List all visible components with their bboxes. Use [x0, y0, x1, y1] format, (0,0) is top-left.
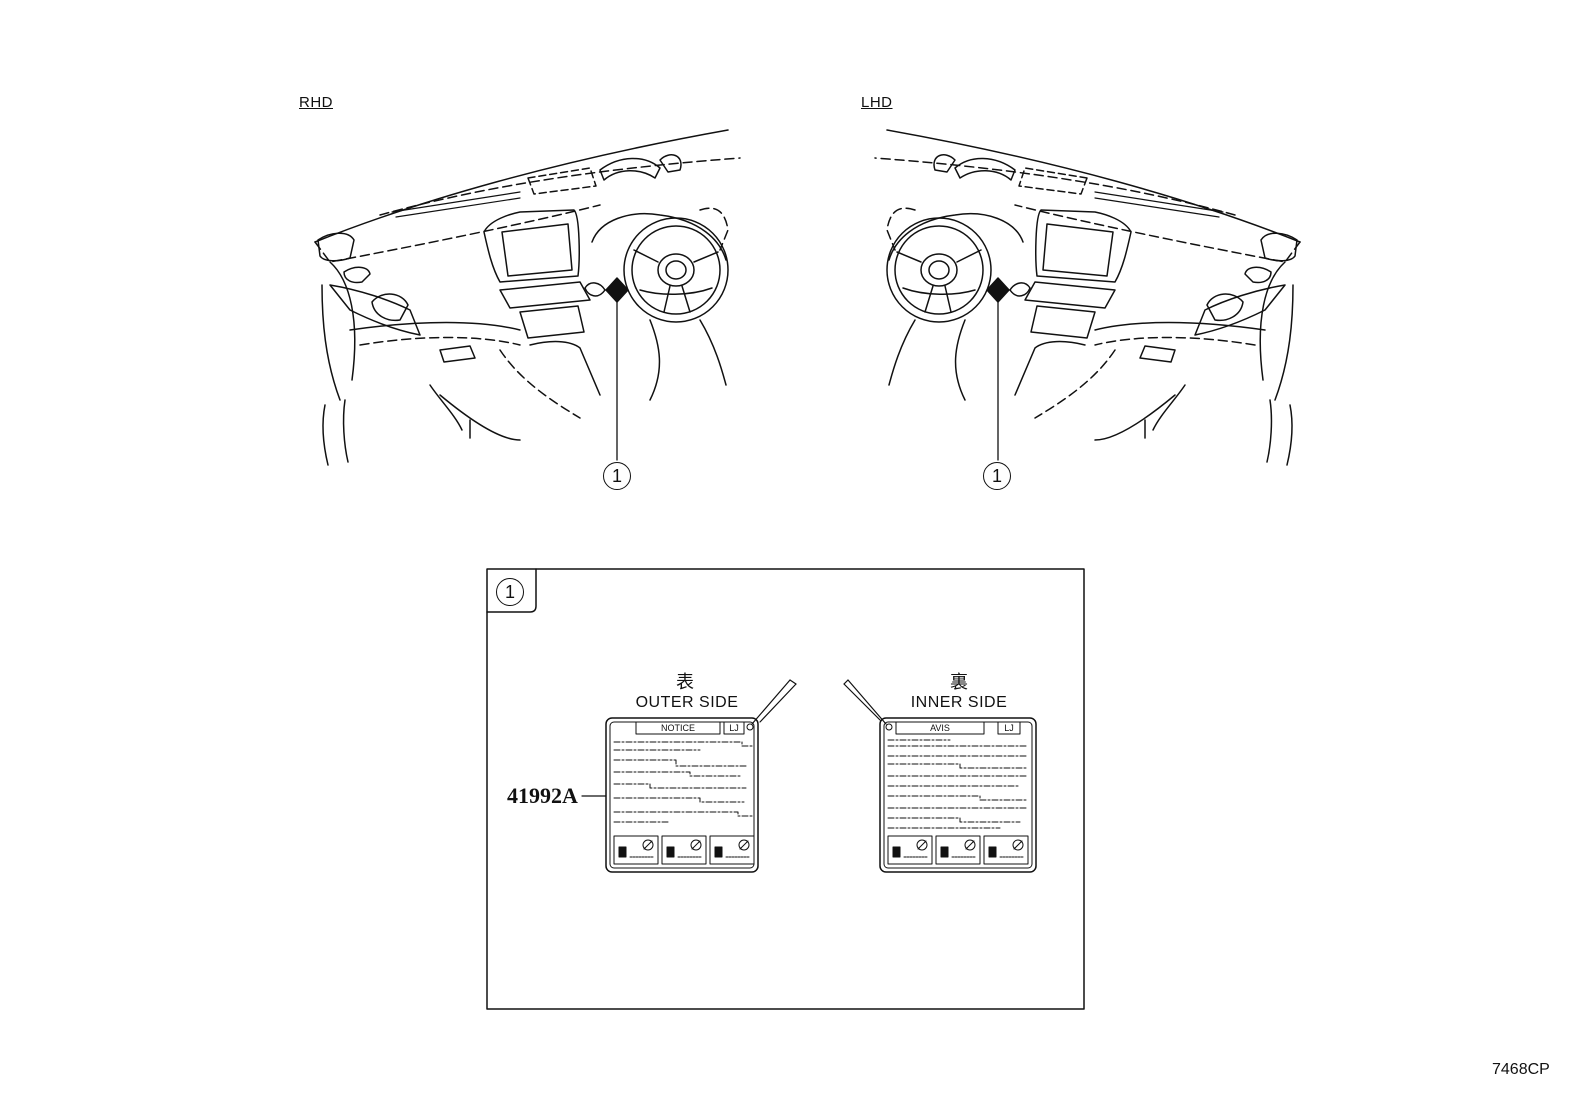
- outer-tag-badge: LJ: [729, 723, 739, 733]
- lhd-dashboard-illustration: [874, 129, 1301, 466]
- callout-lhd: 1: [983, 462, 1011, 490]
- rhd-dashboard-illustration: [314, 129, 741, 466]
- part-number-label[interactable]: 41992A: [507, 783, 578, 808]
- outer-kanji: 表: [676, 672, 694, 693]
- diagram-code: 7468CP: [1492, 1061, 1550, 1078]
- rhd-label: RHD: [299, 94, 333, 111]
- inner-tag-badge: LJ: [1004, 723, 1014, 733]
- detail-frame: [486, 568, 1085, 1010]
- detail-callout: 1: [496, 578, 524, 606]
- inner-side-label: INNER SIDE: [910, 694, 1008, 711]
- outer-tag-title: NOTICE: [660, 723, 695, 733]
- inner-tag-title: AVIS: [930, 723, 950, 733]
- lhd-label: LHD: [861, 94, 893, 111]
- outer-tag-drawing: [581, 679, 797, 873]
- outer-side-label: OUTER SIDE: [635, 694, 739, 711]
- inner-tag-drawing: [843, 679, 1037, 873]
- inner-kanji: 裏: [950, 672, 968, 693]
- callout-rhd: 1: [603, 462, 631, 490]
